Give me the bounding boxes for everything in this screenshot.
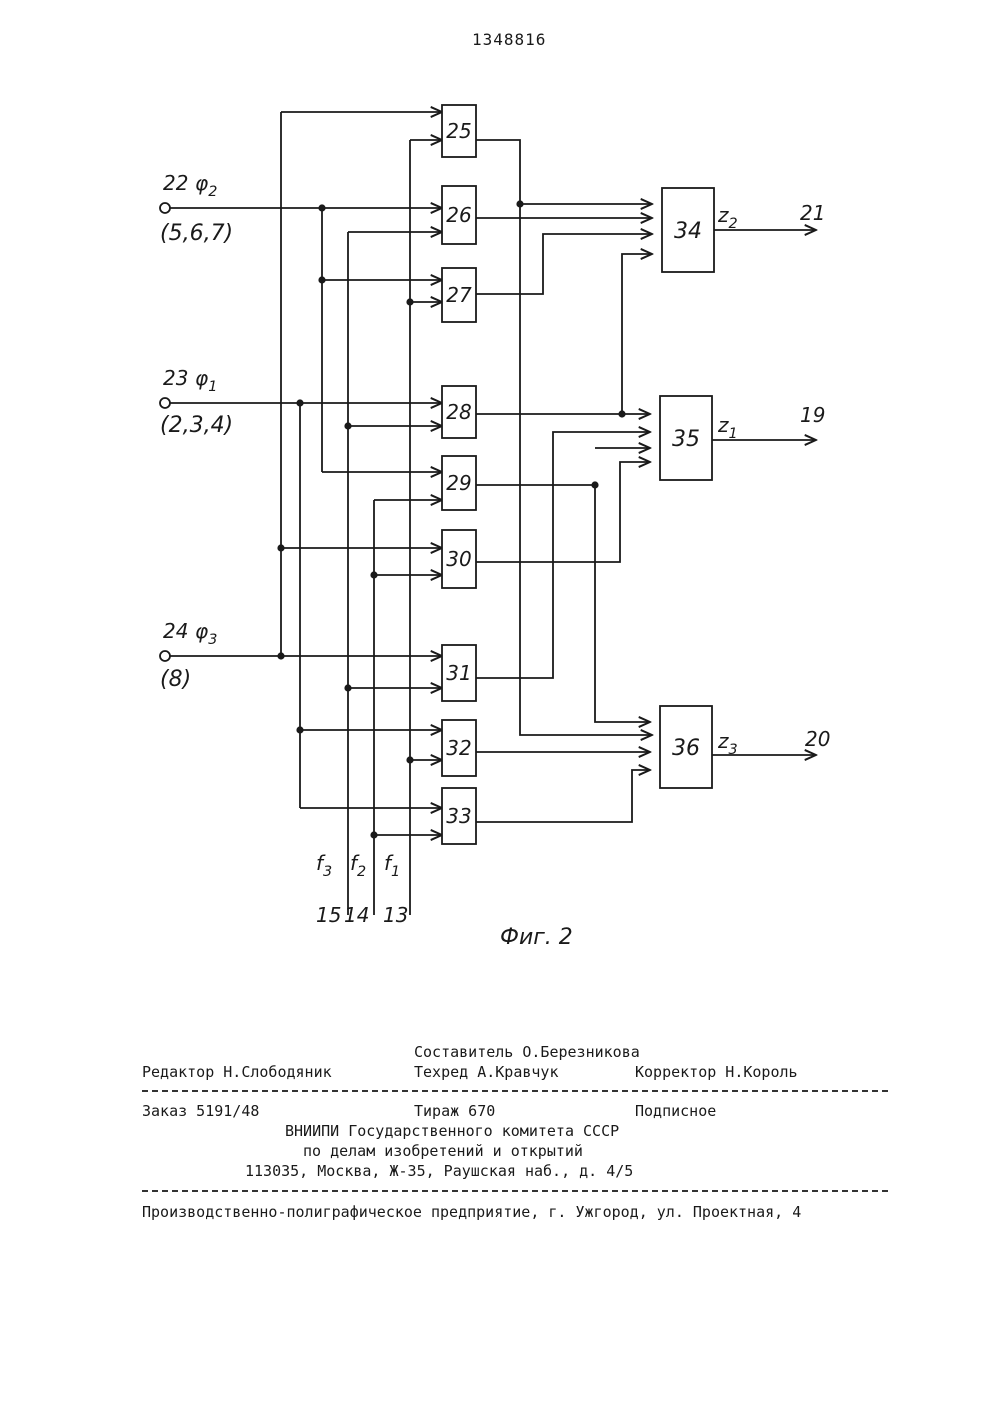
bus-number: 15 [316, 903, 341, 927]
input-group: (5,6,7) [160, 221, 233, 246]
organization-line1: ВНИИПИ Государственного комитета СССР [285, 1122, 620, 1140]
combiner-label-35: 35 [672, 427, 700, 452]
junction-dot [344, 422, 352, 430]
gate-output [621, 254, 652, 414]
gate-label-25: 25 [446, 119, 471, 143]
input-terminal [159, 397, 171, 409]
gate-label-31: 31 [446, 661, 471, 685]
junction-dot [296, 726, 304, 734]
gate-output [476, 234, 652, 295]
gate-block-31 [441, 644, 477, 702]
junction-dot [277, 544, 285, 552]
input-number: 24 [163, 619, 188, 643]
input-terminal [159, 202, 171, 214]
subscription-note: Подписное [635, 1102, 717, 1120]
figure-caption: Фиг. 2 [500, 925, 573, 950]
dashed-divider [142, 1190, 888, 1192]
input-terminal [159, 650, 171, 662]
gate-block-28 [441, 385, 477, 439]
junction-dot [618, 410, 626, 418]
bus-number: 14 [344, 903, 369, 927]
gate-label-33: 33 [446, 804, 471, 828]
junction-dot [318, 276, 326, 284]
combiner-block-34 [661, 187, 715, 273]
gate-output [476, 484, 650, 722]
input-symbol: φ2 [195, 171, 217, 200]
gate-output [476, 432, 650, 679]
junction-dot [370, 831, 378, 839]
combiner-label-36: 36 [672, 736, 700, 761]
output-signal: z3 [717, 729, 738, 758]
compiler-credit: Составитель О.Березникова [414, 1043, 640, 1061]
corrector-credit: Корректор Н.Король [635, 1063, 798, 1081]
organization-line2: по делам изобретений и открытий [303, 1142, 583, 1160]
input-number: 22 [163, 171, 188, 195]
input-group: (2,3,4) [160, 413, 233, 438]
order-number: Заказ 5191/48 [142, 1102, 260, 1120]
gate-block-33 [441, 787, 477, 845]
junction-dot [277, 652, 285, 660]
gate-output [476, 770, 650, 823]
gate-block-30 [441, 529, 477, 589]
gate-block-26 [441, 185, 477, 245]
junction-dot [344, 684, 352, 692]
gate-output [476, 462, 650, 563]
gate-label-29: 29 [446, 471, 471, 495]
tech-editor-credit: Техред А.Кравчук [414, 1063, 559, 1081]
gate-block-27 [441, 267, 477, 323]
junction-dot [406, 298, 414, 306]
gate-label-26: 26 [446, 203, 471, 227]
bus-number: 13 [383, 903, 408, 927]
gate-block-25 [441, 104, 477, 158]
dashed-divider [142, 1090, 888, 1092]
gate-label-32: 32 [446, 736, 471, 760]
gate-block-32 [441, 719, 477, 777]
combiner-label-34: 34 [674, 219, 702, 244]
input-symbol: φ1 [195, 366, 217, 395]
editor-credit: Редактор Н.Слободяник [142, 1063, 332, 1081]
output-number: 19 [800, 403, 825, 427]
bus-label: f3 [316, 851, 332, 880]
junction-dot [516, 200, 524, 208]
combiner-block-36 [659, 705, 713, 789]
junction-dot [591, 481, 599, 489]
output-signal: z1 [717, 413, 738, 442]
printer-line: Производственно-полиграфическое предприя… [142, 1203, 802, 1221]
output-signal: z2 [717, 203, 738, 232]
gate-label-28: 28 [446, 400, 471, 424]
output-number: 20 [805, 727, 830, 751]
input-group: (8) [160, 667, 191, 692]
gate-label-30: 30 [446, 547, 471, 571]
input-number: 23 [163, 366, 188, 390]
junction-dot [318, 204, 326, 212]
output-number: 21 [800, 201, 825, 225]
combiner-block-35 [659, 395, 713, 481]
junction-dot [406, 756, 414, 764]
circuit-diagram: 25 26 27 28 29 30 31 32 33 34 35 36 22 φ2 (5,6,7) 23 φ1 (… [159, 104, 830, 950]
junction-dot [370, 571, 378, 579]
input-symbol: φ3 [195, 619, 217, 648]
gate-output [476, 139, 652, 735]
bus-label: f2 [350, 851, 366, 880]
circulation: Тираж 670 [414, 1102, 496, 1120]
junction-dot [296, 399, 304, 407]
organization-address: 113035, Москва, Ж-35, Раушская наб., д. … [245, 1162, 634, 1180]
page-number: 1348816 [472, 30, 547, 49]
gate-block-29 [441, 455, 477, 511]
bus-label: f1 [384, 851, 400, 880]
gate-label-27: 27 [446, 283, 472, 307]
